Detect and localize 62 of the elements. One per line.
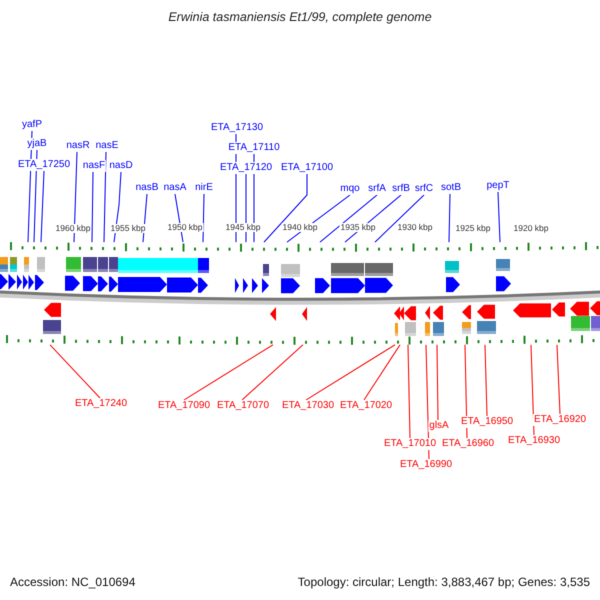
genome-summary-text: Topology: circular; Length: 3,883,467 bp; Genes: 3,535 <box>298 575 590 589</box>
gene-label: ETA_17250 <box>16 159 72 171</box>
leader-line <box>40 170 44 243</box>
leader-line <box>556 344 560 414</box>
gene-label: srfA <box>367 183 387 195</box>
leader-line <box>530 344 534 436</box>
leader-line <box>364 344 400 400</box>
leader-line <box>74 152 78 243</box>
leader-line <box>484 344 488 416</box>
gene-label: ETA_17070 <box>216 400 270 412</box>
scale-label: 1925 kbp <box>454 224 492 233</box>
scale-label: 1960 kbp <box>54 224 92 234</box>
gene-label: ETA_16930 <box>506 435 562 447</box>
scale-label: 1920 kbp <box>512 224 550 234</box>
gene-label: ETA_17010 <box>382 438 438 450</box>
genome-map-drawing <box>0 242 600 345</box>
gene-label: mqo <box>339 183 361 195</box>
gene-label: yjaB <box>26 138 48 150</box>
accession-text: Accession: NC_010694 <box>10 575 136 589</box>
leader-line <box>448 194 450 243</box>
gene-label: pepT <box>486 180 510 192</box>
gene-label: ETA_17130 <box>210 122 264 134</box>
gene-label: ETA_17090 <box>156 400 212 412</box>
leader-line <box>498 192 500 243</box>
gene-label: ETA_17240 <box>74 398 128 410</box>
leader-line <box>374 194 424 243</box>
gene-label: srfB <box>391 183 411 195</box>
gene-label: ETA_17020 <box>338 400 394 412</box>
scale-label: 1945 kbp <box>224 223 262 232</box>
leader-line <box>426 344 430 460</box>
gene-label: ETA_17100 <box>280 162 334 174</box>
leader-line <box>92 172 94 243</box>
leader-line <box>104 152 106 243</box>
gene-label: ETA_16990 <box>398 459 454 471</box>
leader-line <box>408 344 410 438</box>
leader-line <box>306 344 396 400</box>
gene-label: nasA <box>162 182 188 194</box>
gene-label: ETA_17110 <box>227 142 281 154</box>
gene-label: nasF <box>82 160 106 172</box>
scale-label: 1955 kbp <box>110 224 146 233</box>
leader-line <box>34 150 38 243</box>
scale-label: 1935 kbp <box>340 223 376 232</box>
gene-label: ETA_16920 <box>532 414 588 426</box>
leader-line <box>50 344 100 398</box>
gene-label: yafP <box>21 119 43 131</box>
leader-line <box>242 344 304 400</box>
leader-line <box>464 344 468 438</box>
gene-label: ETA_17030 <box>280 400 336 412</box>
leader-line <box>114 172 122 243</box>
gene-label: srfC <box>414 183 434 195</box>
scale-label: 1950 kbp <box>166 223 204 232</box>
leader-line <box>320 194 378 243</box>
gene-label: glsA <box>428 420 450 432</box>
scale-label: 1930 kbp <box>396 223 434 232</box>
leader-line <box>184 344 274 400</box>
title: Erwinia tasmaniensis Et1/99, complete genome <box>167 10 433 24</box>
leader-line <box>264 174 308 243</box>
leader-line <box>436 344 438 420</box>
scale-label: 1940 kbp <box>282 223 318 232</box>
gene-label: ETA_17120 <box>218 162 274 174</box>
gene-label: ETA_16950 <box>460 416 514 428</box>
gene-label: ETA_16960 <box>440 438 496 450</box>
